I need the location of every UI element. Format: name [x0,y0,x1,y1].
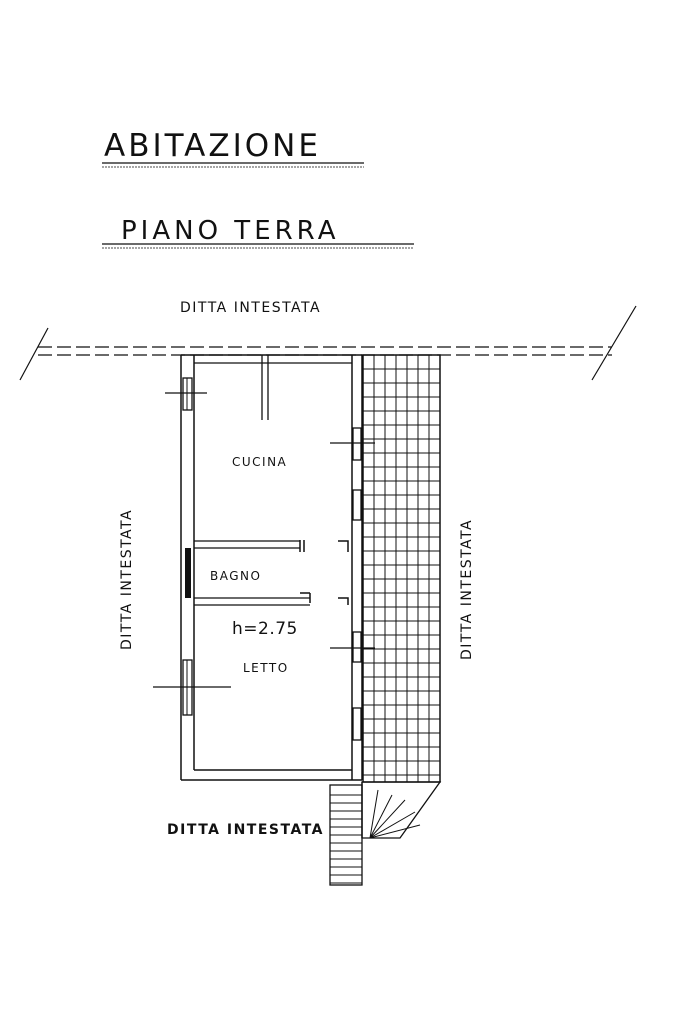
neighbour-label-left: DITTA INTESTATA [119,509,135,650]
windows-right-wall [330,427,375,741]
neighbour-label-right: DITTA INTESTATA [459,519,475,660]
drawing-subtitle: PIANO TERRA [121,216,339,246]
spiral-staircase [361,781,442,839]
room-label-bedroom: LETTO [243,661,289,675]
room-label-bathroom: BAGNO [210,569,261,583]
ceiling-height-note: h=2.75 [232,619,298,639]
paved-courtyard [362,354,441,783]
windows-left-wall [153,377,231,716]
title-block: ABITAZIONE PIANO TERRA [102,128,414,249]
building-walls [180,354,363,781]
neighbour-label-bottom: DITTA INTESTATA [167,822,324,838]
door-openings [299,540,349,605]
drawing-title: ABITAZIONE [104,128,321,164]
room-label-kitchen: CUCINA [232,455,287,469]
straight-staircase [329,784,363,886]
neighbour-label-top: DITTA INTESTATA [180,300,321,316]
property-boundary-line [19,305,637,381]
